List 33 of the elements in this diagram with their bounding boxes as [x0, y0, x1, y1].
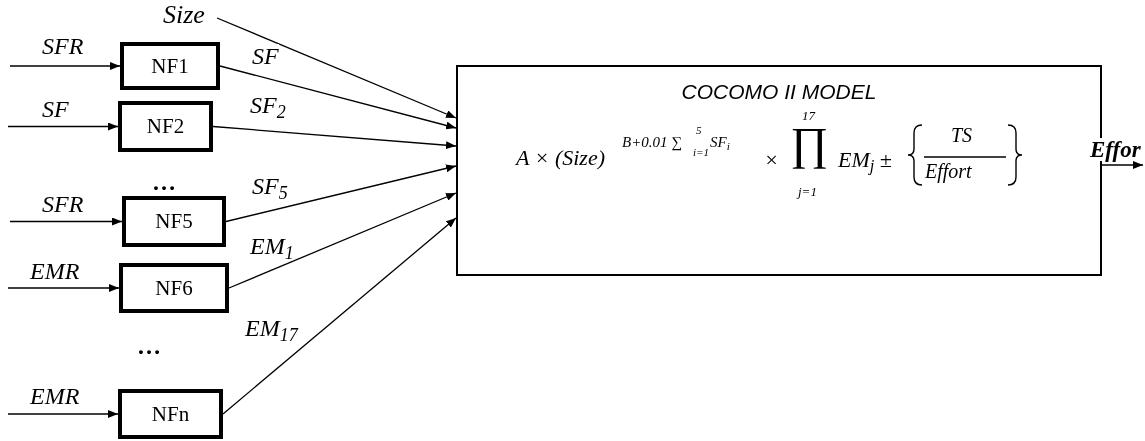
formula-text: i=1: [693, 147, 709, 158]
process-box: NF5: [122, 196, 226, 247]
arrow: [9, 62, 121, 70]
formula-text: 17: [802, 109, 815, 122]
arrow: [7, 122, 119, 131]
arrow: [225, 164, 457, 223]
process-box: NF1: [120, 42, 220, 90]
arrow: [7, 410, 119, 418]
process-box: NFn: [118, 389, 223, 439]
formula-text: TS: [951, 125, 973, 145]
model-title: COCOMO II MODEL: [680, 81, 878, 102]
formula-text: 5: [696, 125, 702, 136]
formula-text: SF$_{i}$: [710, 135, 730, 150]
input-label: Size: [163, 2, 205, 28]
process-box: NF6: [119, 263, 229, 313]
arrow: [219, 65, 457, 130]
formula-text: B+0.01 ∑: [622, 135, 682, 150]
formula-text: A × (Size): [516, 147, 605, 169]
arrow: [1101, 161, 1144, 169]
formula-text: ∏: [790, 121, 828, 167]
arrow: [228, 192, 457, 289]
arrow: [7, 284, 120, 292]
arrow: [216, 17, 457, 119]
edge-label: Effor: [1090, 138, 1141, 161]
formula-text: ×: [764, 149, 779, 171]
ellipsis-label: …: [152, 170, 176, 194]
formula-text: Effort: [925, 161, 972, 181]
arrow: [212, 125, 457, 150]
arrow: [9, 217, 123, 226]
ellipsis-label: …: [137, 334, 161, 358]
arrow: [222, 217, 457, 415]
process-box: NF2: [118, 101, 213, 152]
formula-text: j=1: [798, 185, 817, 198]
